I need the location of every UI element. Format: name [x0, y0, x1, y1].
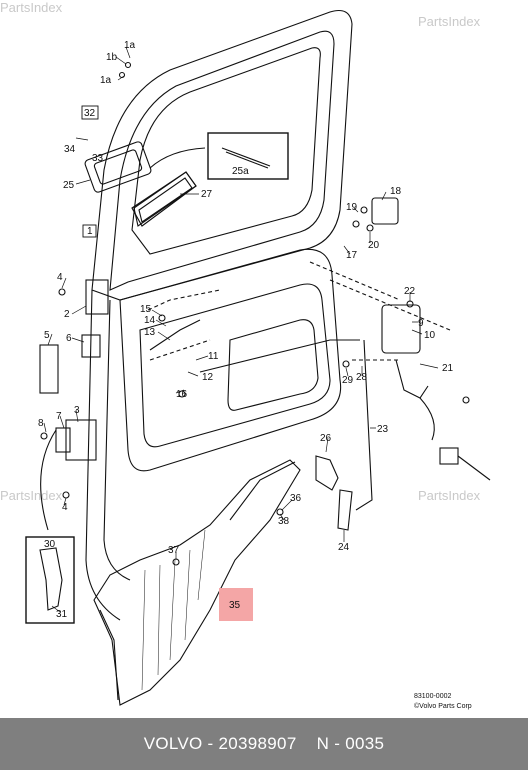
- exploded-parts-diagram: PartsIndex PartsIndex PartsIndex PartsIn…: [0, 0, 491, 710]
- watermark: PartsIndex: [418, 14, 481, 29]
- callout: 11: [208, 351, 219, 362]
- callout: 23: [377, 424, 389, 435]
- callout: 25: [63, 180, 75, 191]
- callout: 1b: [106, 52, 118, 63]
- callout: 32: [84, 108, 96, 119]
- door-drawing: [25, 9, 491, 706]
- watermark: PartsIndex: [0, 0, 63, 15]
- callout: 14: [144, 315, 156, 326]
- callout: 30: [44, 539, 56, 550]
- callout: 19: [346, 202, 358, 213]
- callout: 4: [62, 502, 68, 513]
- callout: 26: [320, 433, 332, 444]
- callout: 27: [201, 189, 213, 200]
- callout: 29: [342, 375, 354, 386]
- callout: 31: [56, 609, 68, 620]
- callout: 33: [92, 153, 104, 164]
- callout: 21: [442, 363, 454, 374]
- footer-separator: -: [202, 734, 219, 753]
- callout: 28: [356, 372, 368, 383]
- callout: 12: [202, 372, 214, 383]
- callout: 1: [87, 226, 93, 237]
- callout: 24: [338, 542, 350, 553]
- callout: 20: [368, 240, 380, 251]
- footer-brand: VOLVO: [143, 734, 203, 753]
- callout: 38: [278, 516, 290, 527]
- callout: 16: [176, 389, 188, 400]
- callout: 36: [290, 493, 302, 504]
- callout: 15: [140, 304, 152, 315]
- callout: 37: [168, 545, 180, 556]
- callout: 35: [229, 600, 241, 611]
- drawing-reference: 83100-0002: [414, 693, 451, 700]
- callout: 22: [404, 286, 416, 297]
- callout: 8: [38, 418, 44, 429]
- part-number-banner: VOLVO - 20398907 N - 0035: [0, 718, 528, 770]
- callout: 1a: [124, 40, 136, 51]
- callout: 5: [44, 330, 50, 341]
- footer-separator: N -: [296, 734, 346, 753]
- callout: 18: [390, 186, 402, 197]
- callout-labels: 1a 1b 1a 32 34 33 25 27 25a 18 19 20 17 …: [38, 40, 454, 620]
- callout: 4: [57, 272, 63, 283]
- copyright-note: ©Volvo Parts Corp: [414, 702, 472, 710]
- callout: 1a: [100, 75, 112, 86]
- callout: 7: [56, 411, 62, 422]
- callout: 17: [346, 250, 358, 261]
- callout: 10: [424, 330, 436, 341]
- callout: 34: [64, 144, 76, 155]
- watermark: PartsIndex: [418, 488, 481, 503]
- footer-part-number: 20398907: [218, 734, 297, 753]
- callout: 25a: [232, 166, 249, 177]
- highlight-box: [219, 588, 253, 621]
- callout: 2: [64, 309, 70, 320]
- footer-ref: 0035: [345, 734, 385, 753]
- watermark: PartsIndex: [0, 488, 63, 503]
- callout: 9: [418, 318, 424, 329]
- callout: 6: [66, 333, 72, 344]
- callout: 13: [144, 327, 156, 338]
- callout: 3: [74, 405, 80, 416]
